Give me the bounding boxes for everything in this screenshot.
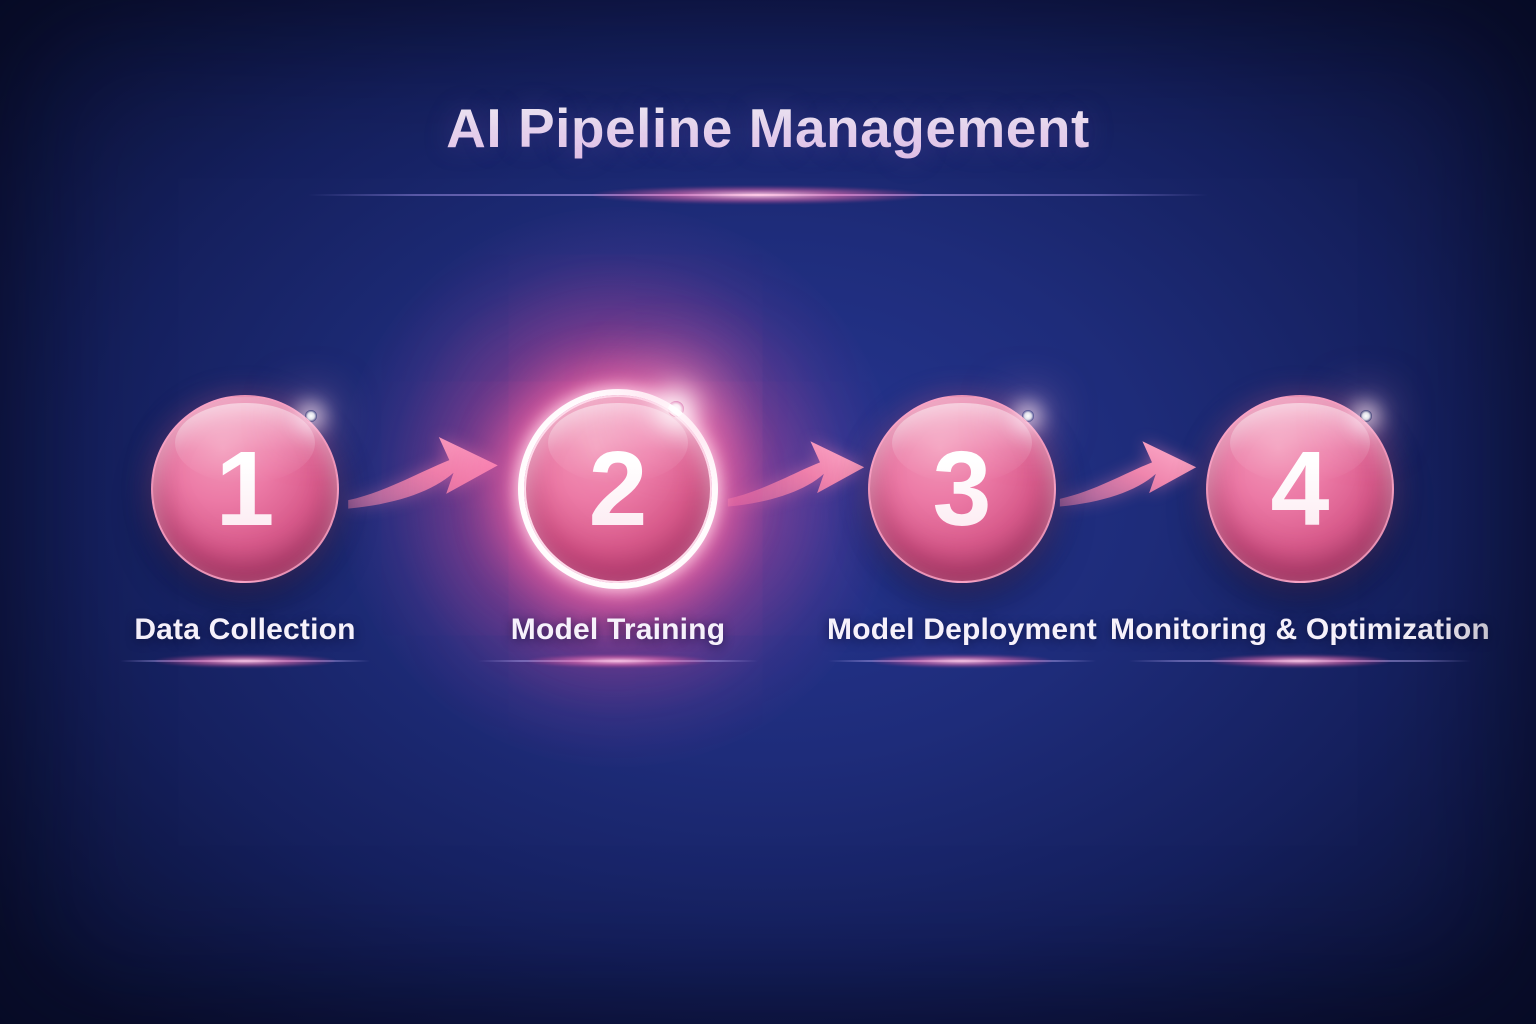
step-label: Monitoring & Optimization [1110,613,1490,646]
underline-flare [528,654,708,668]
step-circle: 4 [1206,395,1394,583]
step-label: Data Collection [134,613,356,646]
label-underline [120,654,370,668]
step-number: 3 [870,397,1054,581]
sparkle-icon [1021,409,1034,422]
sparkle-icon [1359,409,1372,422]
label-underline [828,654,1096,668]
underline-flare [872,654,1052,668]
step-circle: 1 [151,395,339,583]
step-label: Model Training [510,613,726,646]
page-title: AI Pipeline Management [0,96,1536,160]
step-circle: 2 [524,395,712,583]
divider-flare [593,186,923,204]
pipeline-step-model-deployment: 3 Model Deployment [772,395,1152,668]
step-number: 2 [526,397,710,581]
step-number: 1 [153,397,337,581]
curved-right-arrow-icon [348,436,498,509]
label-underline [1129,654,1471,668]
curved-right-arrow-icon [1059,441,1197,507]
sparkle-icon [304,409,317,422]
step-circle: 3 [868,395,1056,583]
label-underline [478,654,758,668]
step-label: Model Deployment [827,613,1097,646]
title-divider [308,186,1208,204]
underline-flare [155,654,335,668]
underline-flare [1210,654,1390,668]
curved-right-arrow-icon [727,441,865,507]
step-number: 4 [1208,397,1392,581]
